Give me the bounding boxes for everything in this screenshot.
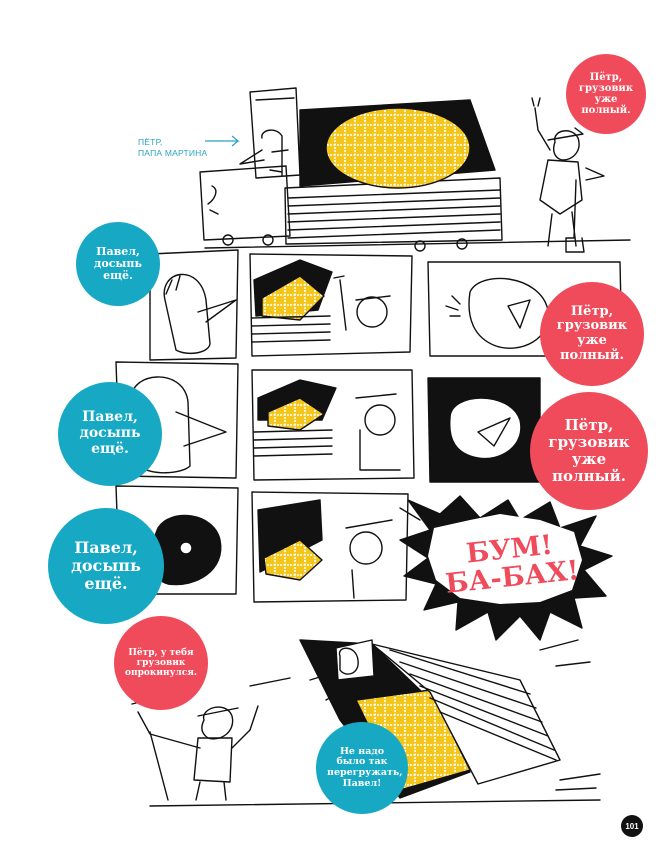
- panels-row-2: [115, 361, 541, 483]
- speech-bubble-petr-2: Пётр, грузовик уже полный.: [540, 282, 644, 386]
- speech-bubble-text: Пётр, грузовик уже полный.: [578, 71, 634, 117]
- speech-bubble-pavel-1: Павел, досыпь ещё.: [76, 222, 160, 306]
- speech-bubble-text: Не надо было так перегружать, Павел!: [327, 745, 403, 789]
- speech-bubble-text: Пётр, грузовик уже полный.: [548, 416, 630, 485]
- top-truck: [199, 87, 631, 253]
- speech-bubble-pavel-overturned: Пётр, у тебя грузовик опрокинулся.: [114, 616, 208, 710]
- panels-row-1: [149, 249, 623, 361]
- page-number: 101: [621, 815, 643, 837]
- explosion-burst: [399, 495, 613, 641]
- character-label-role: ПАПА МАРТИНА: [138, 148, 208, 158]
- panels-row-3: [115, 485, 421, 603]
- speech-bubble-text: Павел, досыпь ещё.: [79, 409, 141, 457]
- label-arrow: [205, 135, 240, 147]
- speech-bubble-pavel-2: Павел, досыпь ещё.: [58, 382, 162, 486]
- speech-bubble-petr-reply: Не надо было так перегружать, Павел!: [316, 722, 408, 814]
- speech-bubble-petr-1: Пётр, грузовик уже полный.: [566, 54, 646, 134]
- character-label: ПЁТР, ПАПА МАРТИНА: [138, 137, 207, 159]
- character-label-name: ПЁТР,: [138, 137, 163, 147]
- speech-bubble-text: Пётр, грузовик уже полный.: [556, 303, 628, 363]
- bottom-scene: [131, 639, 601, 807]
- speech-bubble-text: Павел, досыпь ещё.: [71, 538, 141, 593]
- speech-bubble-petr-3: Пётр, грузовик уже полный.: [530, 392, 648, 510]
- speech-bubble-pavel-3: Павел, досыпь ещё.: [48, 508, 164, 624]
- speech-bubble-text: Пётр, у тебя грузовик опрокинулся.: [125, 647, 198, 679]
- speech-bubble-text: Павел, досыпь ещё.: [94, 244, 142, 283]
